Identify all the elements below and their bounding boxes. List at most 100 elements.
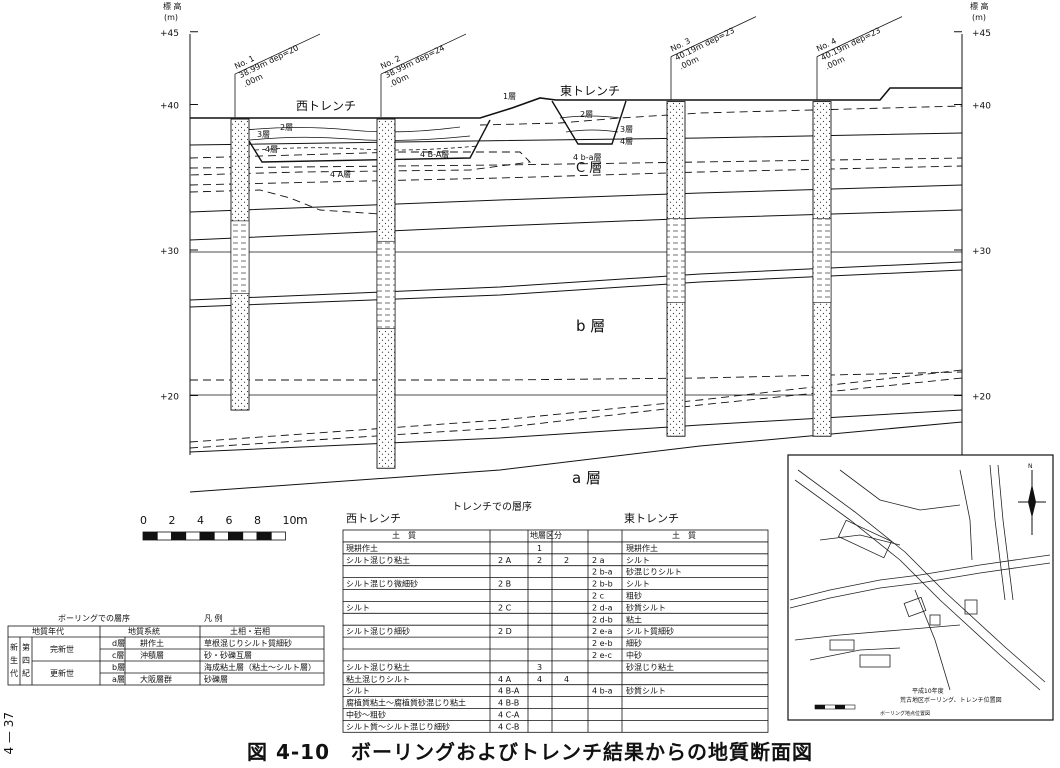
scale-segment (199, 531, 215, 541)
legend-system: 沖積層 (140, 650, 164, 660)
legend-system: 大阪層群 (140, 674, 172, 684)
west-trench-label: 西トレンチ (296, 99, 356, 113)
trench-west-soil: 中砂～粗砂 (346, 710, 386, 720)
trench-header-left: 土 質 (392, 530, 416, 540)
trench-east-soil: 中砂 (626, 650, 642, 660)
boundary-line (189, 269, 963, 308)
borehole-clay-segment (230, 220, 250, 294)
borehole-4: No. 440.19m dep=23.00m (812, 16, 903, 437)
layer4a-label: 4 A層 (330, 170, 351, 179)
map-caption-title: 荒古地区ボーリング、トレンチ位置図 (900, 696, 1002, 704)
scale-tick-label: 6 (226, 514, 233, 527)
dashed-boundary (189, 151, 531, 176)
scale-tick-label: 8 (254, 514, 261, 527)
trench-west-soil: シルト質～シルト混じり細砂 (346, 721, 450, 731)
figure-caption: 図 4-10 ボーリングおよびトレンチ結果からの地質断面図 (246, 740, 813, 764)
legend-header-age: 地質年代 (32, 626, 64, 636)
trench-layer-west: 4 (537, 675, 542, 684)
trench-east-soil: シルト質細砂 (626, 626, 674, 636)
axis-unit-bottom-right: (m) (972, 13, 986, 22)
trench-west-soil: シルト混じり粘土 (346, 555, 410, 565)
layer2-west-label: 2層 (280, 123, 293, 132)
map-note: ボーリング地点位置図 (880, 710, 930, 717)
location-map: N 平成10年度 荒古地区ボーリング、トレンチ位置図 ボーリング地点位置図 (787, 454, 1054, 721)
trench-table-title: トレンチでの層序 (452, 500, 532, 513)
trench-west-code: 2 A (498, 556, 512, 565)
trench-west-code: 4 B-B (498, 699, 519, 708)
trench-east-soil: 砂質シルト (626, 686, 666, 696)
scale-segment (142, 531, 158, 541)
legend-subtitle: 凡 例 (204, 613, 223, 623)
legend-code: b層 (112, 663, 125, 672)
legend-era-char: 生 (10, 655, 18, 665)
axis-tick-label: +40 (160, 102, 179, 112)
scale-tick-label: 2 (169, 514, 176, 527)
borehole-clay-segment (376, 240, 396, 329)
map-caption-year: 平成10年度 (912, 687, 944, 695)
trench-table-east-label: 東トレンチ (624, 512, 679, 525)
trench-layer-east: 4 (564, 675, 569, 684)
legend-period-char: 四 (22, 656, 30, 665)
legend-period-char: 紀 (22, 668, 30, 678)
page-number: 4 — 37 (2, 712, 16, 755)
trench-east-code: 2 b-a (592, 568, 613, 577)
borehole-leader (670, 16, 757, 57)
trench-east-soil: 現耕作土 (626, 543, 658, 553)
axis-tick-label: +20 (972, 393, 991, 403)
axis-tick-label: +45 (972, 29, 991, 39)
layer2-east-label: 2層 (580, 110, 593, 119)
legend-table: ボーリングでの層序 凡 例 地質年代 地質系統 土相・岩相 新生代 第四紀 完新… (7, 613, 325, 686)
trench-east-soil: 砂混じりシルト (626, 567, 682, 577)
borehole-2: No. 238.99m dep=24.00m (376, 33, 467, 469)
a-layer-label: a 層 (572, 469, 601, 487)
dashed-boundary (189, 377, 963, 449)
trench-west-code: 2 B (498, 580, 511, 589)
scale-tick-label: 10 (283, 514, 297, 527)
legend-title: ボーリングでの層序 (58, 613, 130, 623)
axis-unit-top-left: 標 高 (163, 1, 182, 11)
trench-west-code: 4 C-A (498, 711, 520, 720)
trench-east-soil: 粗砂 (626, 591, 642, 601)
axis-tick-label: +40 (972, 102, 991, 112)
borehole-leader (234, 33, 321, 75)
layer4ba-east-label: 4 b-a層 (573, 153, 602, 162)
trench-west-soil: 現耕作土 (346, 543, 378, 553)
scale-segment (270, 531, 286, 541)
east-trench (551, 100, 627, 145)
scale-tick-label: 0 (140, 514, 147, 527)
legend-era-char: 代 (10, 668, 18, 678)
svg-text:N: N (1028, 463, 1033, 470)
north-arrow-icon: N (1018, 463, 1046, 535)
trench-west-code: 2 D (498, 627, 512, 636)
trench-west-soil: シルト混じり微細砂 (346, 579, 418, 589)
elevation-axis-right: 標 高 (m) +45+40+30+20 (954, 1, 991, 455)
scale-segment (242, 531, 258, 541)
trench-west-soil: 粘土混じりシルト (346, 674, 410, 684)
boundary-line (189, 209, 963, 241)
trench-east-soil: 細砂 (626, 638, 642, 648)
axis-tick-label: +45 (160, 29, 179, 39)
map-scale-bar (814, 704, 856, 710)
scale-segment (256, 531, 272, 541)
trench-east-code: 2 b-b (592, 580, 613, 589)
borehole-leader (380, 33, 467, 75)
trench-west-code: 2 C (498, 603, 512, 612)
scale-segment (228, 531, 244, 541)
trench-east-soil: シルト (626, 580, 650, 589)
trench-header-mid: 地層区分 (530, 530, 562, 540)
axis-unit-bottom-left: (m) (164, 13, 178, 22)
borehole-clay-segment (812, 218, 832, 303)
borehole-3: No. 340.19m dep=23.00m (666, 16, 757, 437)
trench-layer-west: 2 (537, 556, 542, 565)
boundary-line (189, 409, 963, 453)
legend-header-lithology: 土相・岩相 (230, 626, 270, 636)
trench-layer-east: 2 (564, 556, 569, 565)
trench-east-code: 2 c (592, 592, 604, 601)
trench-east-code: 4 b-a (592, 687, 613, 696)
trench-east-soil: 砂混じり粘土 (626, 662, 674, 672)
scale-segment (156, 531, 172, 541)
borehole-leader (816, 16, 903, 57)
